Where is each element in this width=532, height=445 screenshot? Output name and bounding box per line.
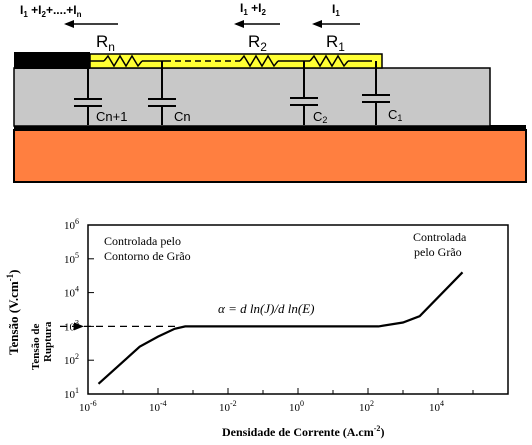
- y-tick-marks: [88, 224, 94, 395]
- x-tick-label: 10-4: [149, 399, 167, 414]
- resistor-zigzag-n: [103, 54, 143, 68]
- circuit-diagram: Cn+1 Cn C2 C1 I1 +I2+....+In I1 +I2 I1 R…: [13, 1, 527, 183]
- arrow-left-icon: [234, 20, 280, 28]
- x-tick-label: 100: [289, 399, 304, 414]
- y-axis-label: Tensão (V.cm-1): [5, 269, 21, 355]
- label-c1: C1: [388, 107, 402, 123]
- label-r2: R2: [248, 32, 267, 54]
- capacitor-c2: [290, 61, 318, 125]
- substrate-layer: [13, 129, 527, 183]
- y-tick-label: 106: [64, 217, 79, 232]
- label-c2: C2: [313, 109, 327, 125]
- top-contact: [14, 52, 90, 69]
- breakdown-graph: 10-6 10-4 10-2 100 102 104 101 102 103 104 105 106…: [5, 217, 509, 439]
- region-right-line1: Controlada: [413, 230, 467, 244]
- resistor-zigzag-2: [239, 54, 279, 68]
- x-tick-label: 104: [429, 399, 444, 414]
- x-tick-label: 10-2: [219, 399, 237, 414]
- y-inner-label-line1: Tensão de: [30, 324, 42, 370]
- x-axis-label: Densidade de Corrente (A.cm-2): [222, 424, 384, 439]
- capacitor-cn1: [74, 61, 102, 125]
- alpha-equation: α = d ln(J)/d ln(E): [218, 301, 314, 316]
- label-current-1: I1: [332, 2, 340, 18]
- y-tick-label: 101: [64, 386, 79, 401]
- capacitor-cn: [148, 61, 176, 125]
- breakdown-curve: [97, 271, 464, 385]
- label-cn: Cn: [174, 109, 191, 124]
- x-tick-label: 102: [359, 399, 374, 414]
- y-tick-label: 103: [64, 318, 79, 333]
- y-tick-label: 102: [64, 352, 79, 367]
- label-current-total: I1 +I2+....+In: [20, 3, 82, 19]
- y-tick-label: 105: [64, 251, 79, 266]
- arrow-left-icon: [312, 20, 360, 28]
- bottom-electrode: [14, 125, 526, 131]
- region-right-line2: pelo Grão: [414, 245, 462, 259]
- x-tick-labels: 10-6 10-4 10-2 100 102 104: [79, 399, 444, 414]
- label-r1: R1: [326, 32, 345, 54]
- arrow-left-icon: [64, 20, 118, 28]
- capacitor-c1: [362, 61, 390, 125]
- label-current-12: I1 +I2: [240, 1, 266, 17]
- resistor-zigzag-1: [309, 54, 349, 68]
- label-cn1: Cn+1: [96, 109, 127, 124]
- y-inner-label-line2: Ruptura: [42, 321, 54, 362]
- y-tick-labels: 101 102 103 104 105 106: [64, 217, 79, 401]
- bulk-layer: [13, 67, 491, 127]
- label-rn: Rn: [96, 32, 115, 54]
- reference-arrow-icon: [74, 322, 84, 331]
- y-tick-label: 104: [64, 285, 79, 300]
- x-tick-label: 10-6: [79, 399, 97, 414]
- region-left-line2: Contorno de Grão: [104, 249, 191, 263]
- x-tick-marks: [87, 388, 509, 394]
- region-left-line1: Controlada pelo: [104, 234, 181, 248]
